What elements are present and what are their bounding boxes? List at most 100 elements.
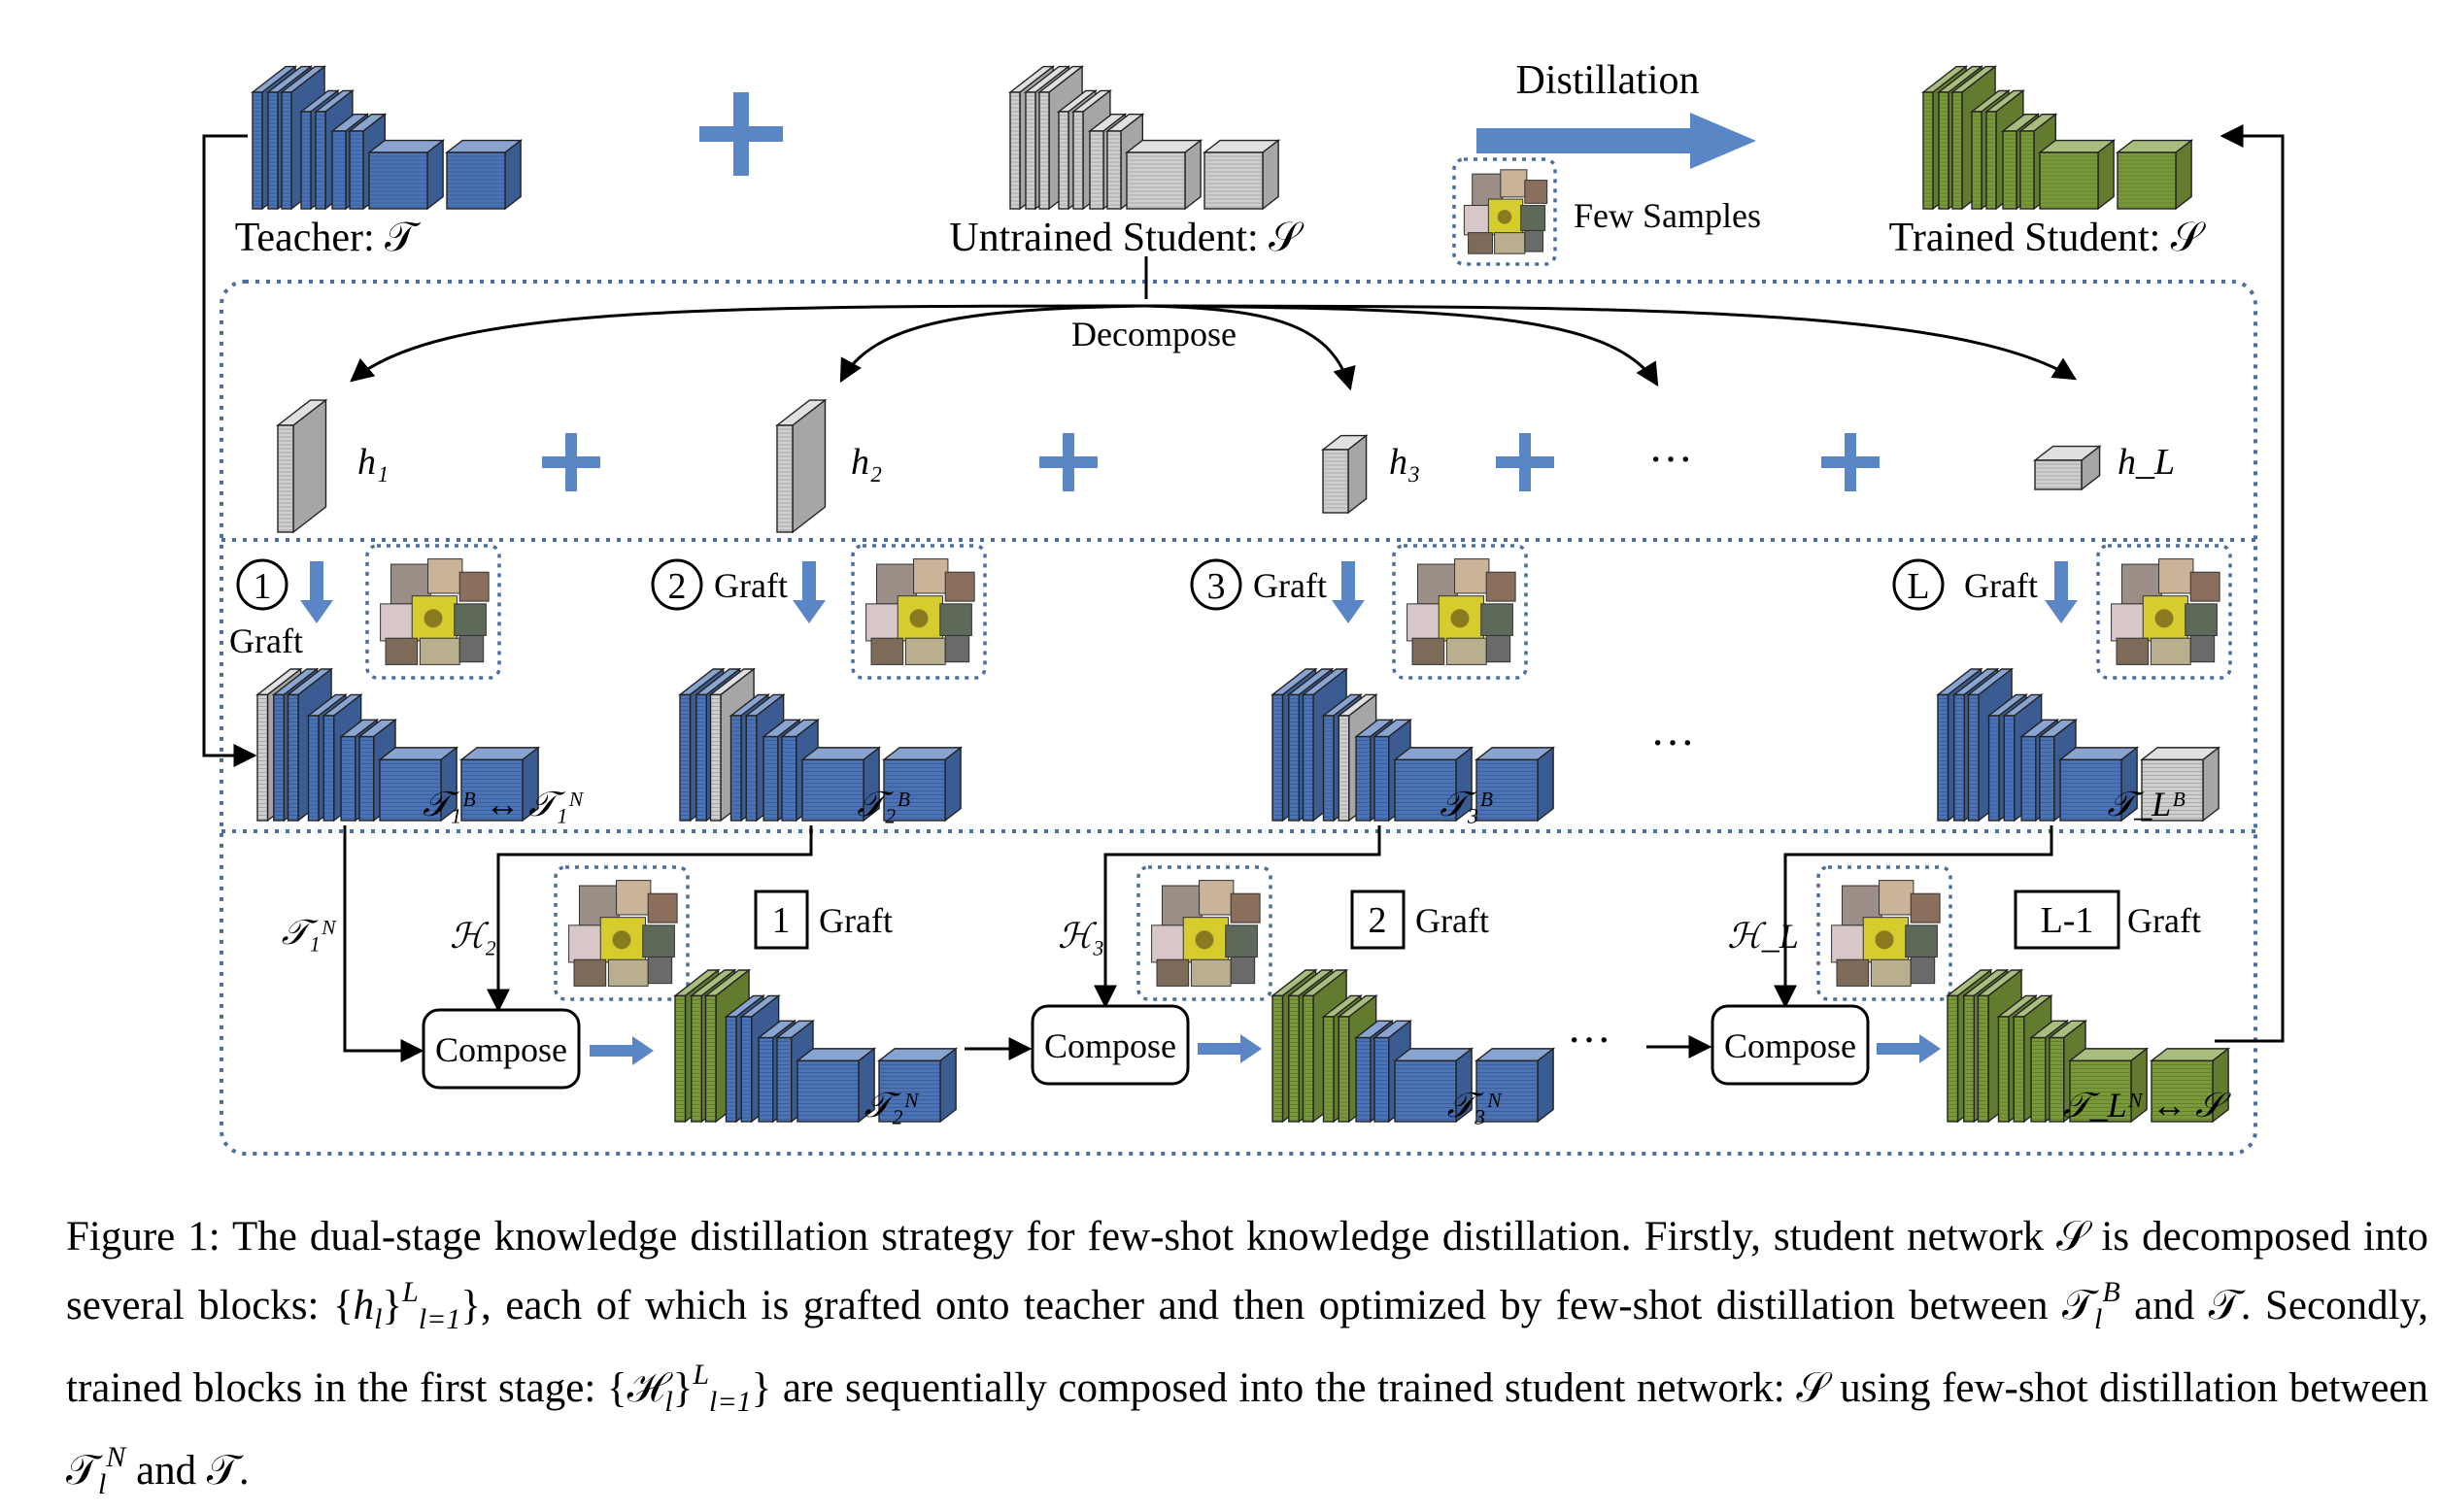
caption-symbol: 𝒯 [2062, 1283, 2094, 1328]
compose-output-arrows [590, 1034, 1941, 1065]
graft-label: Graft [1253, 566, 1327, 605]
graft-tag-label: Graft [1415, 901, 1489, 940]
composed-net-label-L: 𝒯_Lᴺ ↔ 𝒮 [2063, 1086, 2231, 1125]
graft-label: Graft [714, 566, 788, 605]
plus-icon [1039, 433, 1098, 491]
caption-superscript: B [2102, 1276, 2120, 1308]
layer-block [275, 398, 328, 534]
graft-step-L: L Graft [1892, 558, 2038, 611]
link-t1n [343, 825, 424, 1062]
caption-subscript: l [2093, 1303, 2103, 1335]
caption-subscript: l=1 [709, 1386, 752, 1418]
sample-images-icon [1816, 865, 1952, 1001]
grafted-network [677, 667, 964, 823]
teacher-feedback-line [202, 134, 257, 767]
layer-block [881, 746, 964, 823]
caption-symbol: ℋ [627, 1365, 665, 1411]
step-number-circle [1892, 558, 1945, 611]
graft-step-1: 1 Graft [229, 558, 303, 660]
layer-block [2037, 139, 2117, 211]
grafted-net-label-1: 𝒯₁ᴮ ↔ 𝒯₁ᴺ [423, 785, 584, 823]
grafted-net-label-3: 𝒯₃ᴮ [1440, 785, 1493, 823]
decompose-ellipsis: ··· [1648, 434, 1693, 484]
compose-ellipsis: ··· [1567, 1015, 1611, 1064]
layer-block [1202, 139, 1281, 211]
sample-images-icon [365, 544, 501, 680]
layer-block [1320, 434, 1369, 515]
teacher-label: Teacher: 𝒯 [235, 216, 421, 260]
sample-images-icon [554, 865, 690, 1001]
caption-text: }, each of which is grafted onto teacher… [460, 1283, 2063, 1328]
grafted-network [1935, 667, 2221, 823]
caption-text: using few-shot distillation between [1828, 1365, 2429, 1411]
caption-text: and [2119, 1283, 2209, 1328]
plus-icon [1496, 433, 1554, 491]
step-number: L [1907, 566, 1929, 607]
layer-block [2115, 139, 2194, 211]
layer-block [2067, 1047, 2150, 1124]
layer-block [799, 746, 882, 823]
untrained-student-network [1007, 65, 1281, 211]
untrained-student-label: Untrained Student: 𝒮 [949, 216, 1305, 260]
caption-subscript: l=1 [418, 1303, 461, 1335]
few-samples-label: Few Samples [1574, 196, 1761, 235]
graft-step-2: 2 Graft [651, 558, 788, 611]
composed-network [1945, 968, 2231, 1124]
compose-label: Compose [1044, 1026, 1176, 1065]
caption-superscript: N [106, 1441, 126, 1473]
caption-subscript: l [97, 1468, 107, 1500]
caption-text: and [125, 1448, 207, 1494]
layer-block [458, 746, 541, 823]
layer-block [1392, 1047, 1474, 1124]
grafted-net-label-L: 𝒯_Lᴮ [2108, 785, 2186, 823]
compose-label: Compose [1724, 1026, 1856, 1065]
stage-frame [220, 280, 2257, 1156]
graft-tag-number: 1 [772, 900, 791, 941]
graft-tag-number: 2 [1369, 900, 1387, 941]
graft-label: Graft [1964, 566, 2038, 605]
final-output-line [2215, 124, 2285, 1043]
step-number-circle [236, 558, 288, 611]
block-label-h3: h₃ [1389, 442, 1420, 483]
composed-net-label-3: 𝒯₃ᴺ [1447, 1086, 1503, 1125]
link-h2 [487, 825, 813, 1013]
graft-step-3: 3 Graft [1190, 558, 1327, 611]
down-arrow-icon [793, 561, 826, 623]
graft-tag-label: Graft [2127, 901, 2201, 940]
layer-block [377, 746, 459, 823]
h2-label: ℋ₂ [450, 917, 496, 956]
layer-block [1392, 746, 1474, 823]
grafted-networks [254, 667, 2221, 823]
link-hL [1774, 825, 2053, 1009]
caption-superscript: L [693, 1359, 710, 1391]
compose-label: Compose [435, 1030, 567, 1069]
right-arrow-icon [1198, 1034, 1262, 1063]
layer-block [444, 139, 524, 211]
caption-subscript: l [374, 1303, 383, 1335]
graft-tag-label: Graft [819, 901, 893, 940]
graft-stage-ellipsis: ··· [1650, 718, 1695, 767]
step-number: 1 [254, 566, 272, 607]
block-label-hL: h_L [2118, 442, 2175, 483]
compose-box-3: Compose [1711, 1004, 1870, 1086]
plus-icon [542, 433, 600, 491]
decompose-arrow-5 [1145, 304, 2078, 381]
layer-block [1474, 746, 1556, 823]
trained-student-network [1920, 65, 2194, 211]
down-arrow-icon [2045, 561, 2078, 623]
layer-block [2032, 445, 2102, 491]
trained-student-label: Trained Student: 𝒮 [1889, 216, 2207, 260]
down-arrow-icon [300, 561, 333, 623]
caption-text: Figure 1: The dual-stage knowledge disti… [66, 1214, 2057, 1260]
t1n-label: 𝒯₁ᴺ [282, 913, 337, 952]
composed-network [672, 968, 959, 1124]
layer-block [2139, 746, 2221, 823]
caption-symbol: h [353, 1283, 375, 1328]
composed-networks [672, 968, 2231, 1124]
composed-network [1270, 968, 1556, 1124]
step-number-circle [1190, 558, 1242, 611]
hL-label: ℋ_L [1727, 917, 1799, 956]
sample-images-icon [1392, 544, 1528, 680]
down-arrow-icon [1332, 561, 1365, 623]
sample-images-icon [851, 544, 987, 680]
